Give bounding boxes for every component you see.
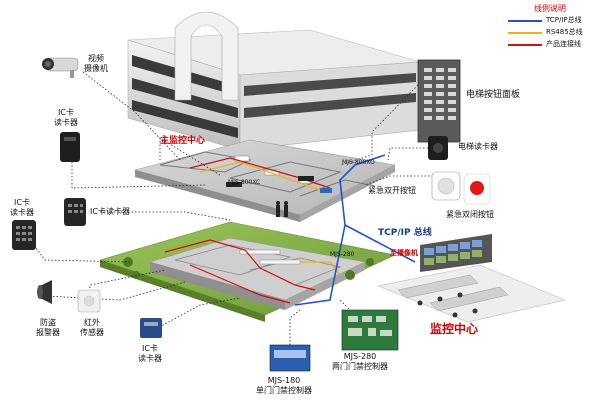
keypad-reader-icon [12,220,36,250]
legend-swatch-tcpip [508,20,542,22]
elevator-reader-label: 电梯读卡器 [458,142,498,151]
middle-floor-plan [133,139,396,222]
legend-title: 线例说明 [534,4,566,13]
alarm-label: 防盗 报警器 [36,318,60,337]
mjs180-label: MJS-180 单门门禁控制器 [256,376,312,395]
legend-item-product: 产品连接线 [508,39,600,50]
legend-label-rs485: RS485总线 [546,28,583,36]
ic-reader-bottom-label: IC卡 读卡器 [138,344,162,363]
mjs800xc-label: MJS-800XC [228,179,261,186]
legend-swatch-product [508,44,542,46]
people-figures [276,201,288,217]
keypad-reader-mid-icon [64,198,86,226]
monitor-center-label: 监控中心 [430,322,479,336]
emergency-open-button-icon [431,171,461,201]
ground-floor-plan [98,221,396,322]
bottom-card-reader-icon [140,318,162,338]
elevator-reader-icon [428,136,448,160]
mjs800xo-label: MJS-800XO [342,159,375,166]
legend-item-tcpip: TCP/IP总线 [508,15,600,26]
elevator-panel-label: 电梯按钮面板 [466,90,521,100]
legend-label-product: 产品连接线 [546,40,581,48]
legend-item-rs485: RS485总线 [508,27,600,38]
monitor-center-room [376,234,566,323]
tcpip-bus-lines [294,154,416,306]
mjs180-controller-icon [269,344,311,372]
mjs280-label: MJS-280 两门门禁控制器 [332,352,388,371]
office-building-top [127,11,421,151]
legend-swatch-rs485 [508,32,542,34]
emergency-close-label: 紧急双闭按钮 [446,210,494,219]
infrared-sensor-icon [77,289,101,313]
camera-label: 视频 摄像机 [84,54,108,73]
ic-reader-top-label: IC卡 读卡器 [54,108,78,127]
camera-icon [42,57,79,78]
infrared-label: 红外 传感器 [80,318,104,337]
elevator-panel-icon [417,59,461,143]
mjs280-small-label: MJS-280 [330,251,355,258]
master-strip-label: 至播像机 [390,249,418,257]
tcpip-bus-label: TCP/IP 总线 [378,228,432,238]
ic-reader-left-label: IC卡 读卡器 [10,198,34,217]
card-reader-icon [60,132,80,162]
alarm-horn-icon [37,280,52,304]
emergency-open-label: 紧急双开按钮 [368,186,416,195]
ic-reader-mid-label: IC卡读卡器 [90,207,130,216]
main-monitor-label: 主监控中心 [160,136,206,146]
legend-label-tcpip: TCP/IP总线 [546,16,582,24]
emergency-close-button-icon [463,173,491,205]
mjs280-controller-icon [341,309,399,351]
